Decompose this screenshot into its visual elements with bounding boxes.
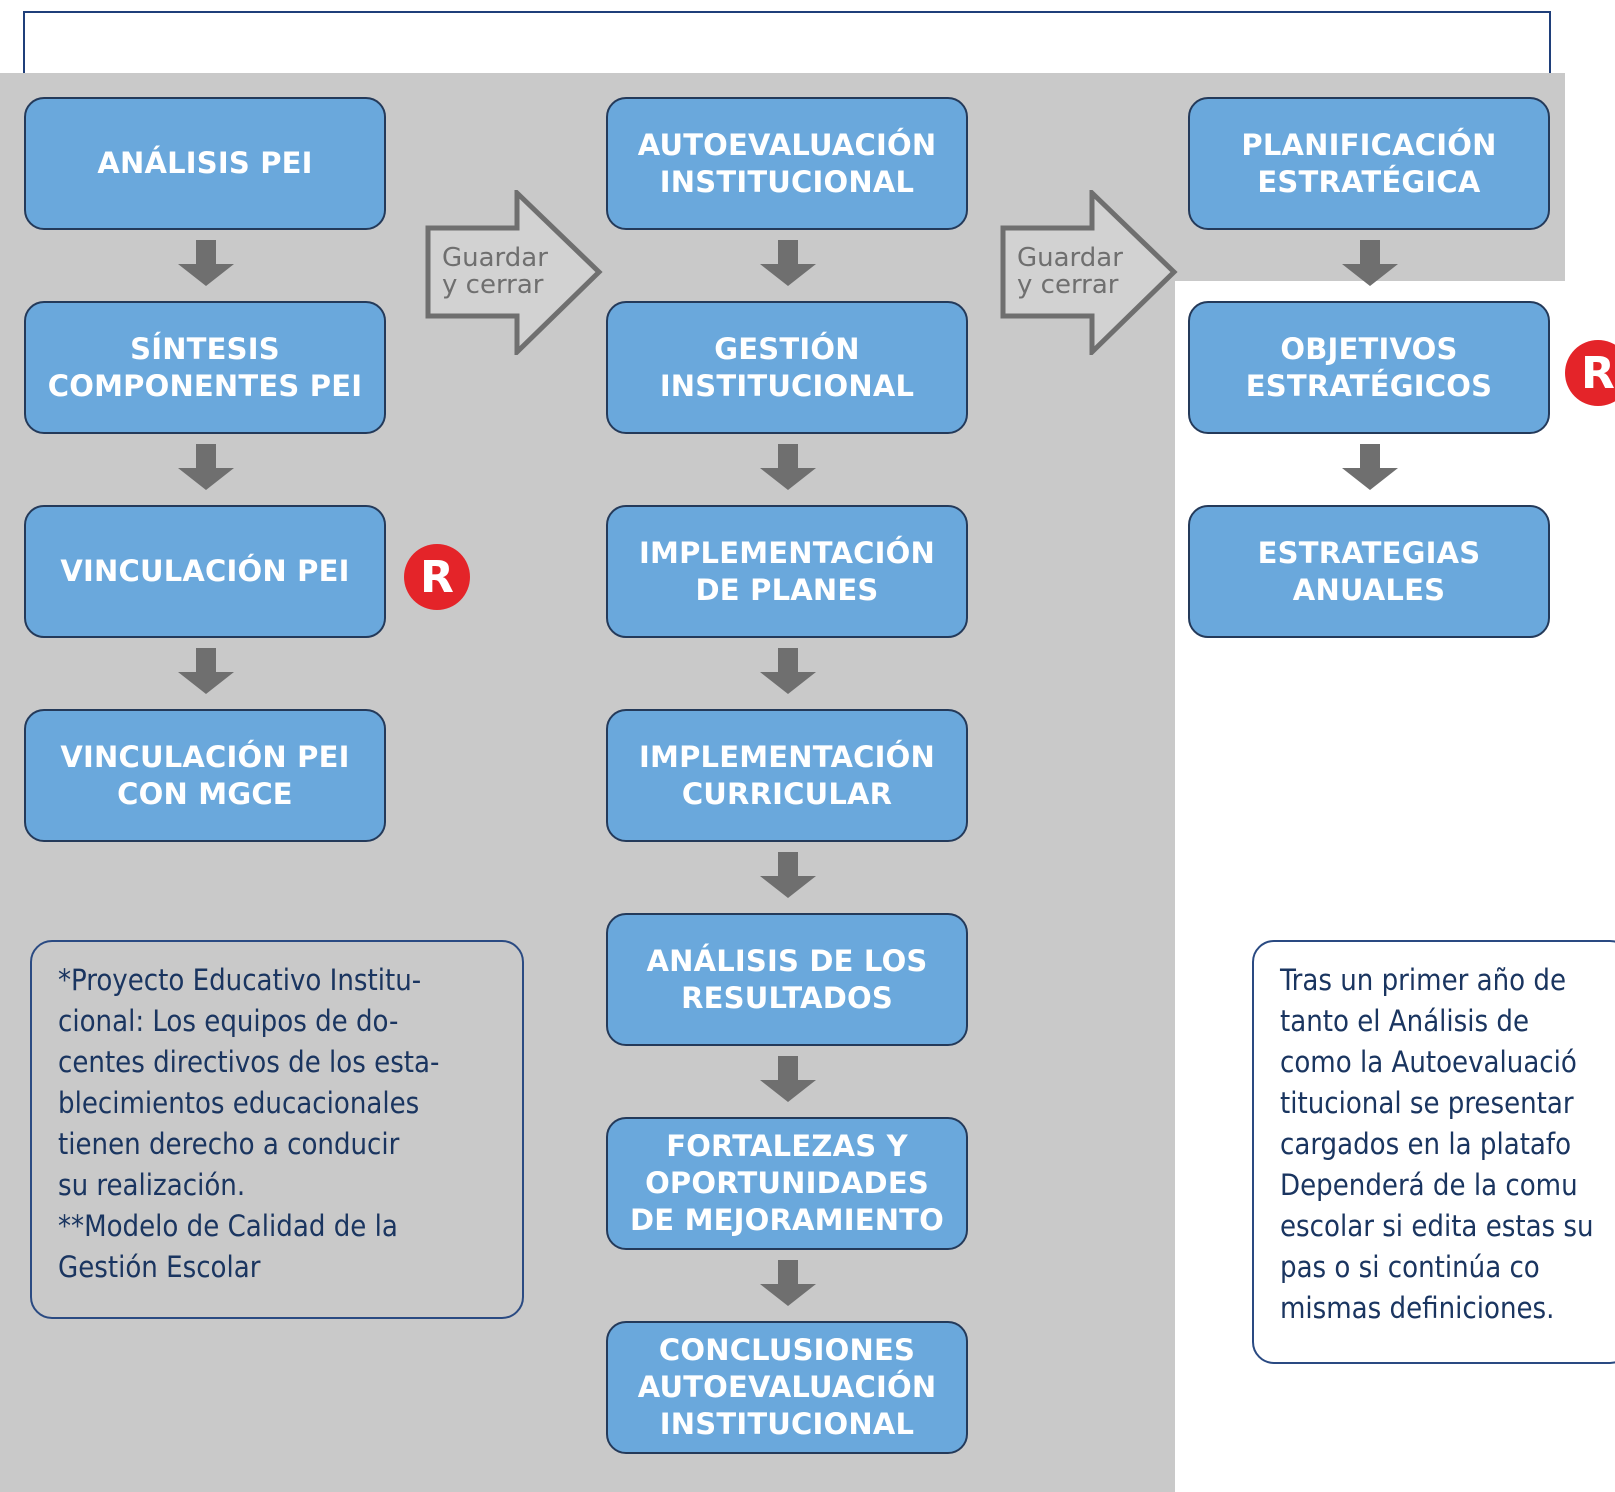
step-sintesis-componentes-pei[interactable]: SÍNTESIS COMPONENTES PEI — [24, 301, 386, 434]
down-arrow-icon — [178, 240, 234, 286]
step-conclusiones-autoevaluacion[interactable]: CONCLUSIONES AUTOEVALUACIÓN INSTITUCIONA… — [606, 1321, 968, 1454]
down-arrow-icon — [178, 444, 234, 490]
step-gestion-institucional[interactable]: GESTIÓN INSTITUCIONAL — [606, 301, 968, 434]
down-arrow-icon — [760, 648, 816, 694]
r-badge: R — [404, 544, 470, 610]
step-implementacion-planes[interactable]: IMPLEMENTACIÓN DE PLANES — [606, 505, 968, 638]
down-arrow-icon — [760, 1056, 816, 1102]
r-badge: R — [1565, 340, 1615, 406]
down-arrow-icon — [1342, 444, 1398, 490]
step-analisis-pei[interactable]: ANÁLISIS PEI — [24, 97, 386, 230]
right-arrow-icon — [1000, 190, 1178, 355]
transition-label[interactable]: Guardar y cerrar — [442, 243, 548, 300]
step-fortalezas-oportunidades[interactable]: FORTALEZAS Y OPORTUNIDADES DE MEJORAMIEN… — [606, 1117, 968, 1250]
footnote-box: *Proyecto Educativo Institu- cional: Los… — [30, 940, 524, 1319]
step-implementacion-curricular[interactable]: IMPLEMENTACIÓN CURRICULAR — [606, 709, 968, 842]
step-analisis-resultados[interactable]: ANÁLISIS DE LOS RESULTADOS — [606, 913, 968, 1046]
down-arrow-icon — [760, 852, 816, 898]
right-arrow-icon — [425, 190, 603, 355]
step-vinculacion-pei-mgce[interactable]: VINCULACIÓN PEI CON MGCE — [24, 709, 386, 842]
step-autoevaluacion-institucional[interactable]: AUTOEVALUACIÓN INSTITUCIONAL — [606, 97, 968, 230]
down-arrow-icon — [1342, 240, 1398, 286]
info-note-box: Tras un primer año de tanto el Análisis … — [1252, 940, 1615, 1364]
step-vinculacion-pei[interactable]: VINCULACIÓN PEI — [24, 505, 386, 638]
down-arrow-icon — [760, 444, 816, 490]
transition-label[interactable]: Guardar y cerrar — [1017, 243, 1123, 300]
step-objetivos-estrategicos[interactable]: OBJETIVOS ESTRATÉGICOS — [1188, 301, 1550, 434]
down-arrow-icon — [760, 240, 816, 286]
down-arrow-icon — [178, 648, 234, 694]
top-frame — [23, 11, 1551, 81]
step-estrategias-anuales[interactable]: ESTRATEGIAS ANUALES — [1188, 505, 1550, 638]
down-arrow-icon — [760, 1260, 816, 1306]
step-planificacion-estrategica[interactable]: PLANIFICACIÓN ESTRATÉGICA — [1188, 97, 1550, 230]
